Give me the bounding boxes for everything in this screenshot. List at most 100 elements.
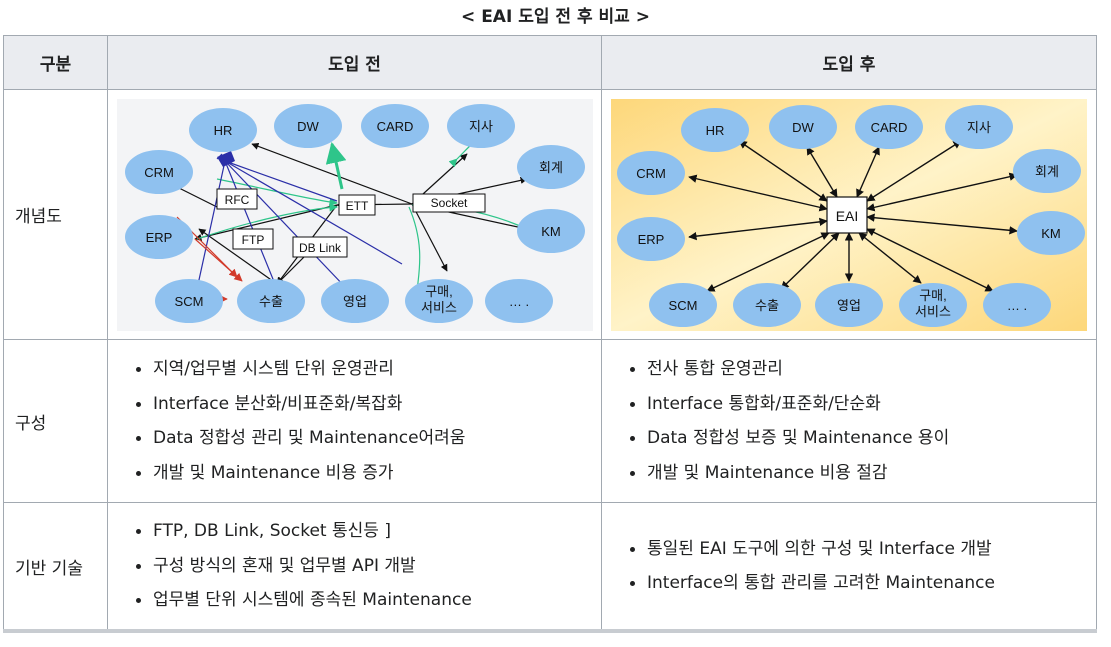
after-node-purchase: [899, 282, 967, 327]
before-diagram-cell: HR DW CARD 지사 CRM 회계 ERP KM SCM 수출 영업 구매…: [107, 89, 602, 340]
before-node-scm: [154, 278, 223, 323]
after-config-list: 전사 통합 운영관리 Interface 통합화/표준화/단순화 Data 정합…: [602, 352, 1096, 490]
header-category: 구분: [3, 35, 108, 90]
list-item: Data 정합성 보증 및 Maintenance 용이: [630, 421, 1096, 456]
before-label-hr: HR: [213, 123, 232, 138]
before-box-rfc-label: RFC: [224, 193, 249, 207]
before-box-dblink-label: DB Link: [298, 241, 341, 255]
before-label-etc: … .: [508, 294, 528, 309]
after-diagram: EAI HR DW CARD 지사 CRM 회계 ERP KM SCM 수출 영…: [611, 98, 1087, 331]
after-tech-cell: 통일된 EAI 도구에 의한 구성 및 Interface 개발 Interfa…: [601, 502, 1097, 632]
before-config-list: 지역/업무별 시스템 단위 운영관리 Interface 분산화/비표준화/복잡…: [108, 352, 601, 490]
tech-row: 기반 기술 FTP, DB Link, Socket 통신등 ] 구성 방식의 …: [3, 502, 1097, 632]
before-label-purchase: 구매,: [425, 284, 453, 299]
before-node-branch: [446, 103, 515, 148]
before-node-hr: [188, 107, 257, 152]
after-node-sales: [815, 282, 883, 327]
after-node-card: [855, 104, 923, 149]
after-label-service: 서비스: [915, 304, 951, 319]
after-node-hr: [681, 107, 749, 152]
after-config-cell: 전사 통합 운영관리 Interface 통합화/표준화/단순화 Data 정합…: [601, 339, 1097, 503]
after-label-accounting: 회계: [1035, 164, 1059, 179]
before-box-ftp: [232, 228, 273, 249]
before-node-export: [236, 278, 305, 323]
after-label-hr: HR: [706, 123, 725, 138]
before-label-accounting: 회계: [539, 160, 563, 175]
before-box-ftp-label: FTP: [241, 233, 264, 247]
before-label-service: 서비스: [421, 300, 457, 315]
list-item: 지역/업무별 시스템 단위 운영관리: [136, 352, 601, 387]
list-item: 업무별 단위 시스템에 종속된 Maintenance: [136, 583, 601, 618]
list-item: 구성 방식의 혼재 및 업무별 API 개발: [136, 549, 601, 584]
after-label-erp: ERP: [638, 232, 665, 247]
table-caption: < EAI 도입 전 후 비교 >: [461, 7, 650, 27]
before-node-sales: [320, 278, 389, 323]
before-node-card: [360, 103, 429, 148]
list-item: 전사 통합 운영관리: [630, 352, 1096, 387]
before-box-rfc: [216, 188, 257, 209]
after-label-export: 수출: [755, 298, 779, 313]
after-label-branch: 지사: [967, 120, 991, 135]
after-node-accounting: [1013, 148, 1081, 193]
before-label-export: 수출: [259, 294, 283, 309]
header-row: 구분 도입 전 도입 후: [3, 35, 1097, 90]
after-node-branch: [945, 104, 1013, 149]
concept-row: 개념도: [3, 89, 1097, 340]
before-label-branch: 지사: [469, 119, 493, 134]
before-tech-list: FTP, DB Link, Socket 통신등 ] 구성 방식의 혼재 및 업…: [108, 514, 601, 618]
after-node-etc: [983, 282, 1051, 327]
list-item: Data 정합성 관리 및 Maintenance어려움: [136, 421, 601, 456]
after-tech-list: 통일된 EAI 도구에 의한 구성 및 Interface 개발 Interfa…: [602, 532, 1096, 601]
before-label-km: KM: [541, 224, 561, 239]
list-item: Interface의 통합 관리를 고려한 Maintenance: [630, 566, 1096, 601]
before-box-dblink: [292, 236, 347, 257]
before-diagram: HR DW CARD 지사 CRM 회계 ERP KM SCM 수출 영업 구매…: [116, 98, 593, 331]
before-node-erp: [124, 214, 193, 259]
after-label-crm: CRM: [636, 166, 666, 181]
before-label-scm: SCM: [174, 294, 203, 309]
list-item: 개발 및 Maintenance 비용 절감: [630, 456, 1096, 491]
comparison-table: 구분 도입 전 도입 후 개념도: [3, 35, 1097, 633]
before-label-crm: CRM: [144, 165, 174, 180]
list-item: Interface 분산화/비표준화/복잡화: [136, 387, 601, 422]
before-node-km: [516, 208, 585, 253]
after-diagram-cell: EAI HR DW CARD 지사 CRM 회계 ERP KM SCM 수출 영…: [601, 89, 1097, 340]
after-label-card: CARD: [871, 120, 908, 135]
after-node-crm: [617, 150, 685, 195]
after-hub-box: [826, 195, 868, 234]
before-node-accounting: [516, 144, 585, 189]
list-item: 통일된 EAI 도구에 의한 구성 및 Interface 개발: [630, 532, 1096, 567]
before-label-dw: DW: [297, 119, 319, 134]
before-node-etc: [484, 278, 553, 323]
row-label-tech: 기반 기술: [3, 502, 108, 632]
after-label-sales: 영업: [837, 298, 861, 313]
before-config-cell: 지역/업무별 시스템 단위 운영관리 Interface 분산화/비표준화/복잡…: [107, 339, 602, 503]
after-node-export: [733, 282, 801, 327]
header-before: 도입 전: [107, 35, 602, 90]
row-label-config: 구성: [3, 339, 108, 503]
before-node-crm: [124, 149, 193, 194]
after-label-dw: DW: [792, 120, 814, 135]
header-after: 도입 후: [601, 35, 1097, 90]
before-label-card: CARD: [376, 119, 413, 134]
after-label-purchase: 구매,: [919, 288, 947, 303]
list-item: FTP, DB Link, Socket 통신등 ]: [136, 514, 601, 549]
after-hub-label: EAI: [836, 208, 859, 224]
before-label-erp: ERP: [145, 230, 172, 245]
after-label-etc: … .: [1007, 298, 1027, 313]
list-item: Interface 통합화/표준화/단순화: [630, 387, 1096, 422]
row-label-concept: 개념도: [3, 89, 108, 340]
list-item: 개발 및 Maintenance 비용 증가: [136, 456, 601, 491]
after-node-km: [1017, 210, 1085, 255]
before-tech-cell: FTP, DB Link, Socket 통신등 ] 구성 방식의 혼재 및 업…: [107, 502, 602, 632]
before-box-ett-label: ETT: [345, 199, 368, 213]
after-node-scm: [649, 282, 717, 327]
config-row: 구성 지역/업무별 시스템 단위 운영관리 Interface 분산화/비표준화…: [3, 339, 1097, 503]
after-label-km: KM: [1041, 226, 1061, 241]
before-label-sales: 영업: [343, 294, 367, 309]
before-node-purchase: [404, 278, 473, 323]
before-box-ett: [338, 194, 375, 215]
before-node-dw: [273, 103, 342, 148]
after-label-scm: SCM: [669, 298, 698, 313]
after-node-erp: [617, 216, 685, 261]
